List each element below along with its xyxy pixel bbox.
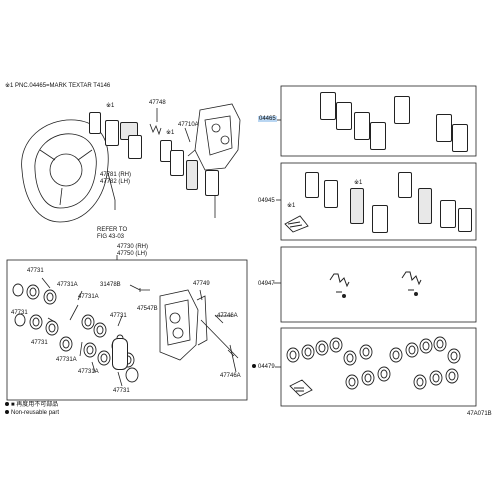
brake-pad-icon bbox=[128, 135, 142, 159]
part-number-47731-d: 47731 bbox=[110, 313, 127, 319]
part-number-47710a: 47710A bbox=[178, 122, 199, 128]
header-note: ※1 PNC.04465=MARK TEXTAR T4146 bbox=[5, 83, 111, 89]
part-number-04947: 04947 bbox=[258, 281, 275, 287]
pin-31478b bbox=[139, 288, 150, 292]
brake-pad-icon bbox=[205, 170, 219, 196]
brake-pad-icon bbox=[105, 120, 119, 146]
shim-icon bbox=[398, 172, 412, 198]
shim-icon bbox=[305, 172, 319, 198]
refer-to-label: REFER TO bbox=[97, 227, 128, 233]
brake-pad-icon bbox=[370, 122, 386, 150]
sensor-wire-47749 bbox=[200, 319, 239, 359]
part-number-04945: 04945 bbox=[258, 198, 275, 204]
shim-icon bbox=[186, 160, 198, 190]
shim-icon bbox=[458, 208, 472, 232]
note-mark-1: ※1 bbox=[106, 103, 115, 109]
brake-pad-icon bbox=[354, 112, 370, 140]
part-number-04479: 04479 bbox=[252, 364, 275, 371]
part-number-47731-b: 47731 bbox=[11, 310, 28, 316]
part-number-47781: 47781 (RH) bbox=[100, 172, 132, 178]
seal-kit-04479 bbox=[286, 336, 461, 397]
note-mark-4: ※1 bbox=[354, 180, 363, 186]
wear-sensors-04947 bbox=[329, 271, 422, 298]
part-number-47731-a: 47731 bbox=[27, 268, 44, 274]
part-number-47731-c: 47731 bbox=[31, 340, 48, 346]
part-number-47731a-3: 47731A bbox=[56, 357, 77, 363]
legend-dot-icon bbox=[5, 410, 9, 415]
part-number-47730: 47730 (RH) bbox=[117, 244, 149, 250]
part-number-47731-e: 47731 bbox=[113, 388, 130, 394]
note-mark-3: ※1 bbox=[287, 203, 296, 209]
leader-dust-shield bbox=[107, 172, 116, 210]
shim-icon bbox=[418, 188, 432, 224]
part-number-47746a-2: 47746A bbox=[220, 373, 241, 379]
brake-pad-icon bbox=[89, 112, 101, 134]
note-mark-2: ※1 bbox=[166, 130, 175, 136]
section-box-04947 bbox=[280, 246, 477, 323]
part-number-47748: 47748 bbox=[149, 100, 166, 106]
part-number-04465-text: 04465 bbox=[258, 116, 277, 122]
leader-47710a bbox=[184, 127, 191, 143]
part-number-47547b: 47547B bbox=[137, 306, 158, 312]
shim-icon bbox=[372, 205, 388, 233]
brake-pad-icon bbox=[336, 102, 352, 130]
section-box-04465 bbox=[280, 85, 477, 157]
part-number-04465[interactable]: 04465 bbox=[258, 116, 277, 123]
legend-line-1: ■ 再度用不可部品 bbox=[5, 402, 58, 409]
part-number-47731a-4: 47731A bbox=[78, 369, 99, 375]
part-number-04479-text: 04479 bbox=[258, 364, 275, 370]
caliper-body-exploded bbox=[159, 289, 208, 361]
legend-line-2-text: Non-reusable part bbox=[11, 410, 60, 416]
non-reusable-dot-icon bbox=[252, 364, 256, 369]
wear-sensor-47748 bbox=[149, 123, 162, 136]
shim-icon bbox=[440, 200, 456, 228]
brake-pad-icon bbox=[320, 92, 336, 120]
brake-pad-icon bbox=[452, 124, 468, 152]
figure-code: 47A071B bbox=[467, 411, 492, 417]
brake-pad-icon bbox=[436, 114, 452, 142]
part-number-31478b: 31478B bbox=[100, 282, 121, 288]
shim-kit-04945 bbox=[284, 215, 309, 233]
part-number-47731a-2: 47731A bbox=[78, 294, 99, 300]
legend-dot-icon bbox=[5, 402, 9, 407]
part-number-47749: 47749 bbox=[193, 281, 210, 287]
part-number-47750: 47750 (LH) bbox=[117, 251, 148, 257]
brake-pad-icon bbox=[170, 150, 184, 176]
section-box-04945 bbox=[280, 162, 477, 241]
lower-leaders bbox=[41, 277, 123, 387]
shim-icon bbox=[324, 180, 338, 208]
piston-icon bbox=[112, 338, 128, 370]
legend-line-1-text: ■ 再度用不可部品 bbox=[11, 402, 59, 408]
shim-icon bbox=[350, 188, 364, 224]
part-number-47731a-1: 47731A bbox=[57, 282, 78, 288]
brake-pad-icon bbox=[394, 96, 410, 124]
refer-fig-label: FIG 43-03 bbox=[97, 234, 125, 240]
section-box-04479 bbox=[280, 327, 477, 407]
dust-shield bbox=[21, 119, 109, 223]
legend-line-2: Non-reusable part bbox=[5, 410, 59, 417]
part-number-47782: 47782 (LH) bbox=[100, 179, 131, 185]
caliper-section-box bbox=[6, 259, 248, 401]
part-number-47746a-1: 47746A bbox=[217, 313, 238, 319]
caliper-top bbox=[187, 103, 241, 171]
